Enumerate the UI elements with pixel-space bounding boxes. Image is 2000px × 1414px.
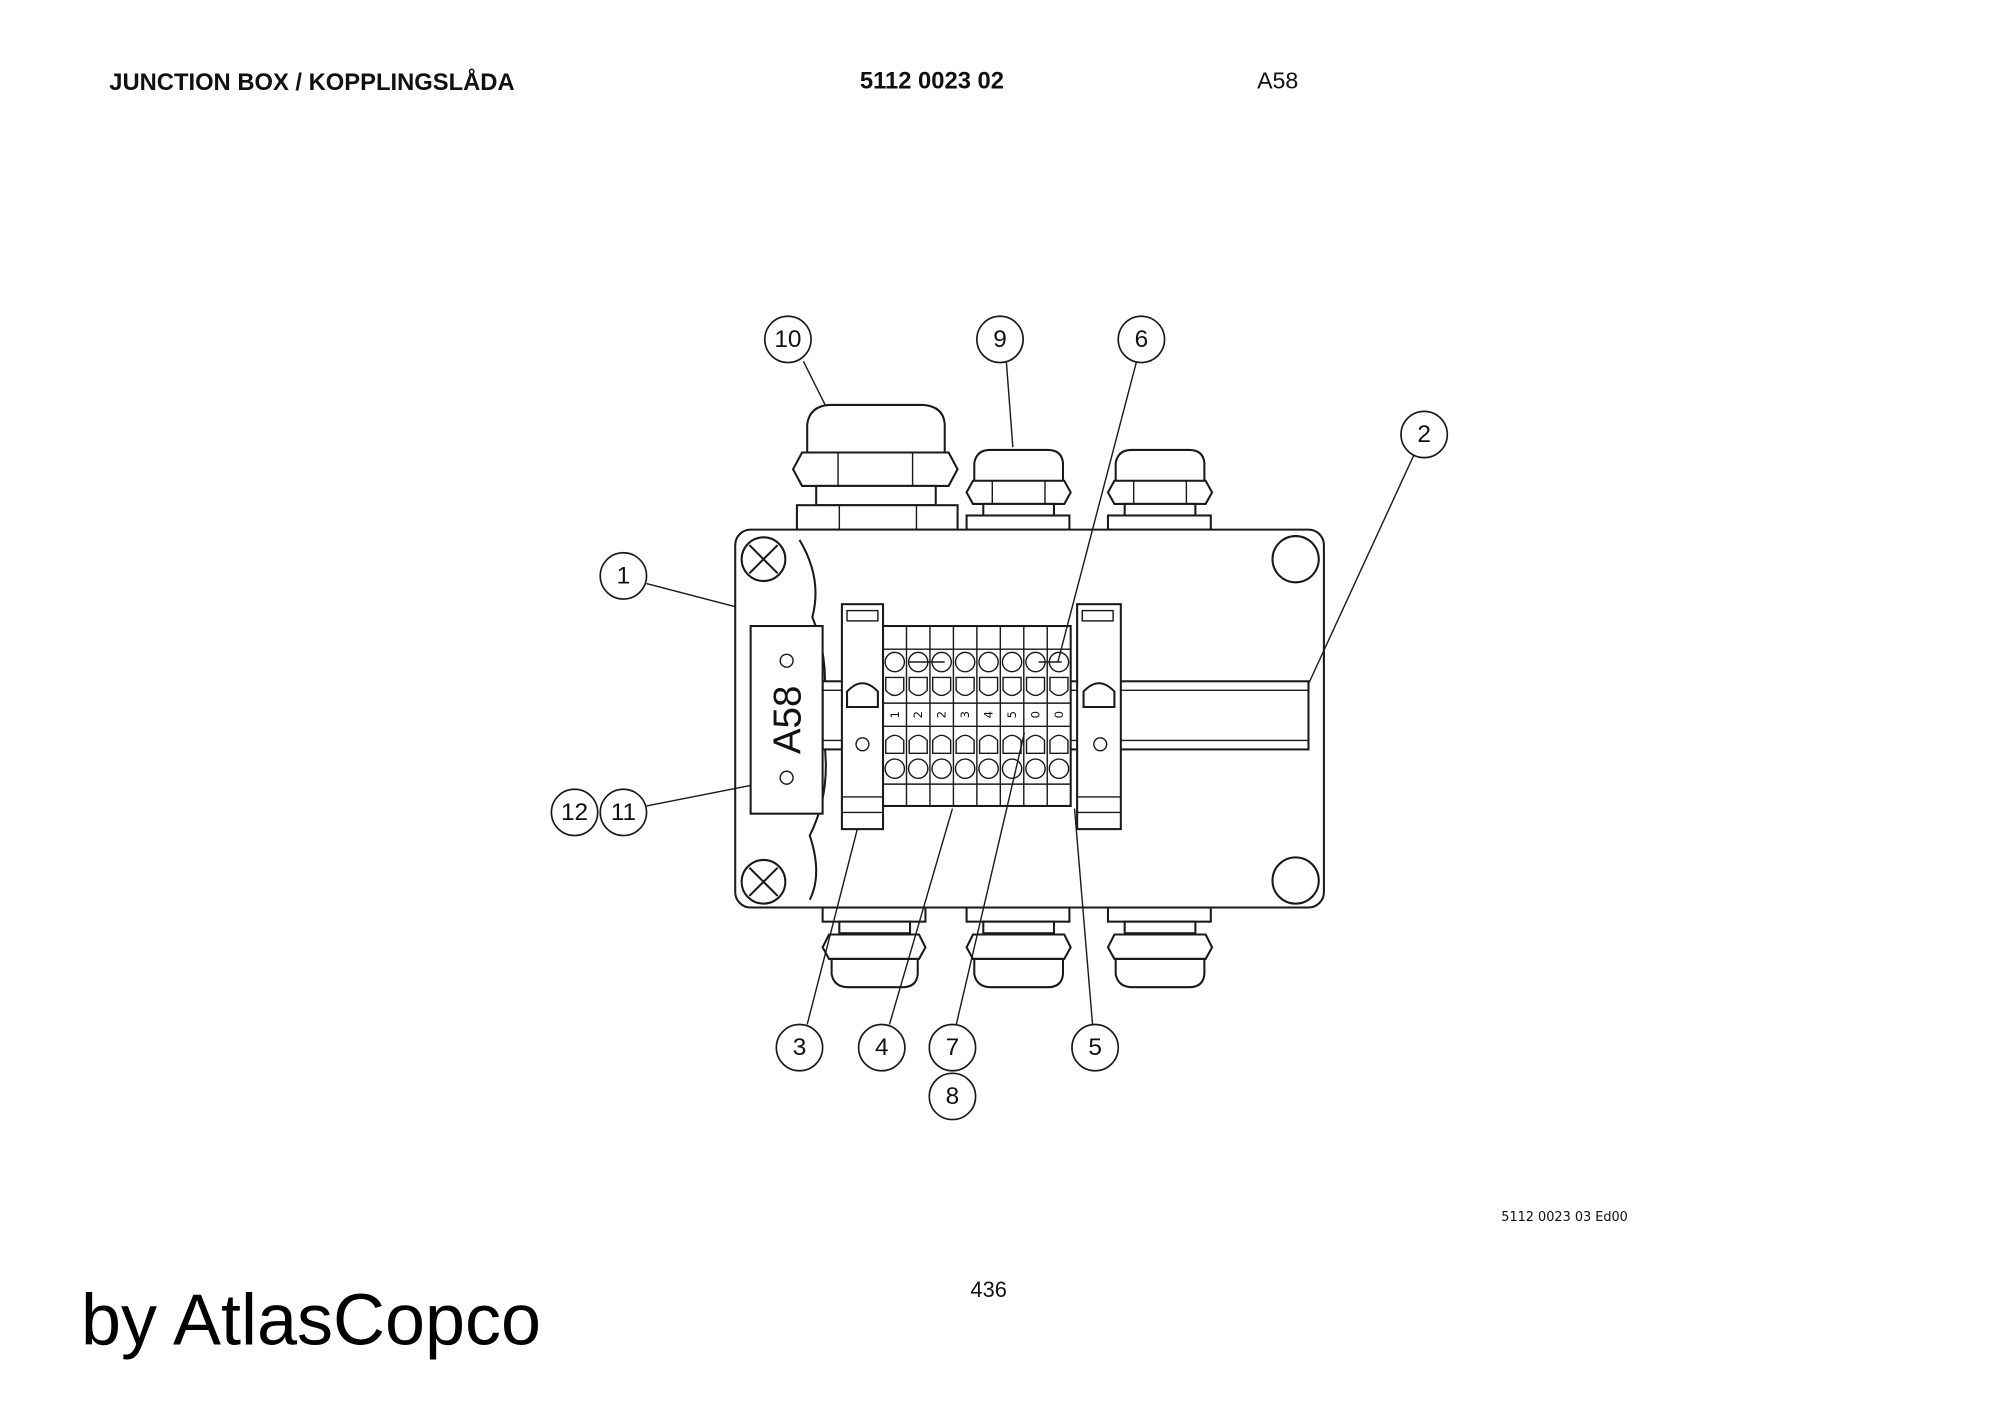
terminal: 1 <box>884 651 906 780</box>
callout-10: 10 <box>763 315 812 364</box>
terminal-label: 2 <box>911 711 925 718</box>
terminal: 3 <box>952 626 976 806</box>
terminal-label: 1 <box>888 711 902 718</box>
brand-text: by AtlasCopco <box>81 1281 541 1361</box>
terminal-label: 5 <box>1005 711 1019 718</box>
terminal-label: 3 <box>958 711 972 718</box>
callout-8: 8 <box>928 1072 977 1121</box>
svg-text:11: 11 <box>611 799 636 826</box>
svg-text:2: 2 <box>1417 421 1431 448</box>
svg-text:7: 7 <box>946 1034 960 1061</box>
svg-text:8: 8 <box>946 1083 960 1110</box>
screw-icon <box>740 858 787 905</box>
svg-text:3: 3 <box>793 1034 807 1061</box>
terminal: 2 <box>905 626 929 806</box>
cable-gland-bottom <box>1106 906 1214 989</box>
cable-gland-bottom <box>965 906 1072 989</box>
cable-gland-bottom <box>821 906 927 989</box>
terminal: 4 <box>976 626 999 806</box>
svg-text:9: 9 <box>993 326 1007 353</box>
callout-4: 4 <box>857 1023 906 1072</box>
callout-12: 12 <box>550 788 599 837</box>
terminal: 0 <box>1023 626 1046 806</box>
terminal-label: 4 <box>982 711 996 718</box>
callout-1: 1 <box>599 551 648 600</box>
svg-text:10: 10 <box>774 326 801 353</box>
terminal: 5 <box>999 626 1023 806</box>
mounting-hole <box>1271 856 1320 905</box>
svg-text:A58: A58 <box>766 686 809 755</box>
terminal-block: 1 2 2 3 4 5 0 0 <box>882 624 1072 808</box>
terminal-label: 0 <box>1052 711 1066 718</box>
callout-6: 6 <box>1117 315 1166 364</box>
callout-5: 5 <box>1071 1023 1120 1072</box>
callout-3: 3 <box>775 1023 824 1072</box>
svg-text:4: 4 <box>875 1034 889 1061</box>
document-title: JUNCTION BOX / KOPPLINGSLÅDA <box>109 68 514 96</box>
svg-text:5: 5 <box>1088 1034 1102 1061</box>
callout-9: 9 <box>976 315 1024 364</box>
drawing-reference: 5112 0023 03 Ed00 <box>1501 1210 1628 1225</box>
svg-text:12: 12 <box>561 799 588 826</box>
callout-7: 7 <box>928 1023 977 1072</box>
end-stop-right <box>1076 603 1122 831</box>
terminal-label: 0 <box>1029 711 1043 718</box>
callout-11: 11 <box>599 788 648 837</box>
mounting-hole <box>1271 535 1320 584</box>
screw-icon <box>740 536 787 583</box>
page-number: 436 <box>970 1277 1006 1302</box>
cable-gland-large-top <box>791 403 959 531</box>
svg-text:1: 1 <box>617 562 631 589</box>
callout-2: 2 <box>1400 410 1449 459</box>
leader-lines <box>646 360 1415 1025</box>
cable-gland-small-top <box>965 448 1072 531</box>
cable-gland-small-top <box>1106 448 1214 531</box>
label-plate: A58 <box>749 624 824 815</box>
terminal-label: 2 <box>935 711 949 718</box>
end-stop-left <box>840 603 885 831</box>
svg-text:6: 6 <box>1135 326 1149 353</box>
part-number: 5112 0023 02 <box>860 68 1004 95</box>
designation: A58 <box>1257 68 1298 94</box>
